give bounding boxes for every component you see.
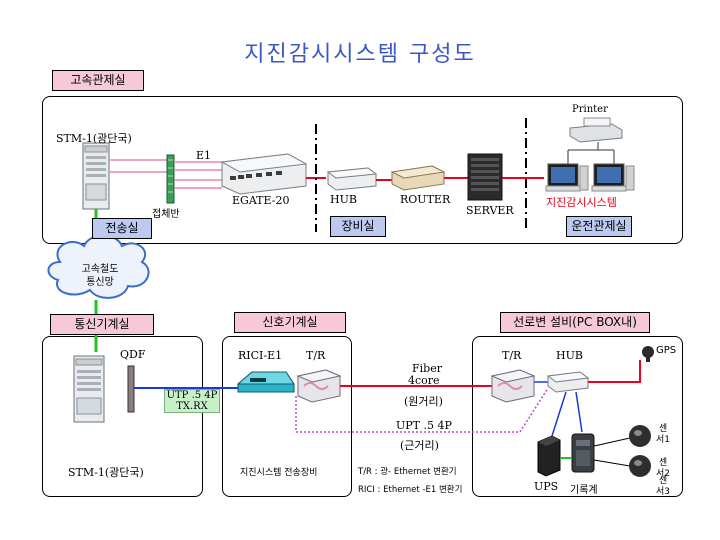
legend-tr: T/R : 광- Ethernet 변환기	[358, 467, 457, 477]
sensor-2-label: 센서2	[656, 458, 671, 479]
room-transmission: 전송실	[92, 218, 152, 239]
rici-device	[236, 371, 295, 393]
legend-rici: RICI : Ethernet -E1 변환기	[358, 485, 463, 495]
patch-panel-label: 접체반	[152, 209, 180, 220]
top-panel	[42, 96, 683, 244]
stm1-rack-top	[82, 142, 110, 210]
server-device	[467, 153, 503, 201]
egate-device	[220, 153, 308, 195]
cloud-line-2: 통신망	[86, 277, 114, 288]
room-operation: 운전관제실	[566, 216, 632, 237]
fiber-distance: (원거리)	[404, 395, 443, 408]
tr-label-mid: T/R	[306, 349, 326, 362]
tr-device-mid	[296, 369, 342, 403]
qdf-unit	[127, 365, 135, 413]
utp-cable-line-2: TX.RX	[176, 401, 208, 412]
hub-device-top	[326, 167, 378, 191]
stm1-rack-bottom	[73, 355, 105, 423]
fiber-label-1: Fiber	[412, 362, 442, 375]
sensor-1-device	[629, 425, 651, 447]
recorder-label: 기록계	[570, 485, 598, 496]
ups-device	[537, 435, 561, 477]
network-cloud	[47, 234, 150, 299]
upt-label: UPT .5 4P	[396, 419, 452, 432]
bottom-right-label: 선로변 설비(PC BOX내)	[500, 312, 650, 333]
server-label: SERVER	[466, 204, 514, 217]
bottom-left-panel	[42, 336, 203, 497]
fiber-label-2: 4core	[408, 374, 440, 387]
bottom-mid-panel	[222, 336, 352, 497]
egate-label: EGATE-20	[232, 194, 290, 207]
router-label: ROUTER	[400, 193, 451, 206]
hub-label-top: HUB	[330, 193, 357, 206]
top-panel-label: 고속관제실	[52, 70, 144, 91]
qdf-label: QDF	[120, 348, 146, 361]
bottom-left-label: 통신기계실	[50, 314, 154, 335]
sensor-3-label: 센서3	[656, 476, 671, 497]
rici-label: RICI-E1	[238, 349, 283, 362]
e1-label: E1	[196, 149, 212, 162]
utp-cable-line-1: UTP .5 4P	[166, 390, 218, 401]
gps-antenna	[642, 346, 654, 362]
tr-label-right: T/R	[502, 349, 522, 362]
tr-device-right	[490, 369, 536, 403]
bottom-mid-label: 신호기계실	[234, 312, 346, 333]
pc-2	[591, 163, 635, 192]
patch-panel	[166, 154, 175, 204]
hub-label-right: HUB	[556, 349, 583, 362]
sensor-2-device	[629, 455, 651, 477]
bottom-right-panel	[472, 336, 683, 497]
pc-1	[545, 163, 589, 192]
stm1-label-bottom: STM-1(광단국)	[68, 466, 144, 479]
room-equipment: 장비실	[330, 216, 386, 237]
hub-device-right	[546, 371, 590, 393]
page-title: 지진감시시스템 구성도	[244, 42, 476, 67]
sensor-1-label: 센서1	[656, 424, 671, 445]
router-device	[390, 165, 446, 191]
gps-label: GPS	[656, 345, 677, 356]
printer-device	[569, 117, 623, 143]
printer-label: Printer	[572, 104, 608, 115]
upt-distance: (근거리)	[400, 439, 439, 452]
device-caption: 지진시스템 전송장비	[240, 468, 318, 478]
recorder-device	[571, 433, 595, 473]
system-label: 지진감시시스템	[546, 196, 617, 209]
utp-cable-label: UTP .5 4P TX.RX	[164, 389, 220, 413]
cloud-line-1: 고속철도	[81, 264, 119, 275]
stm1-label-top: STM-1(광단국)	[56, 132, 132, 145]
ups-label: UPS	[534, 480, 559, 493]
